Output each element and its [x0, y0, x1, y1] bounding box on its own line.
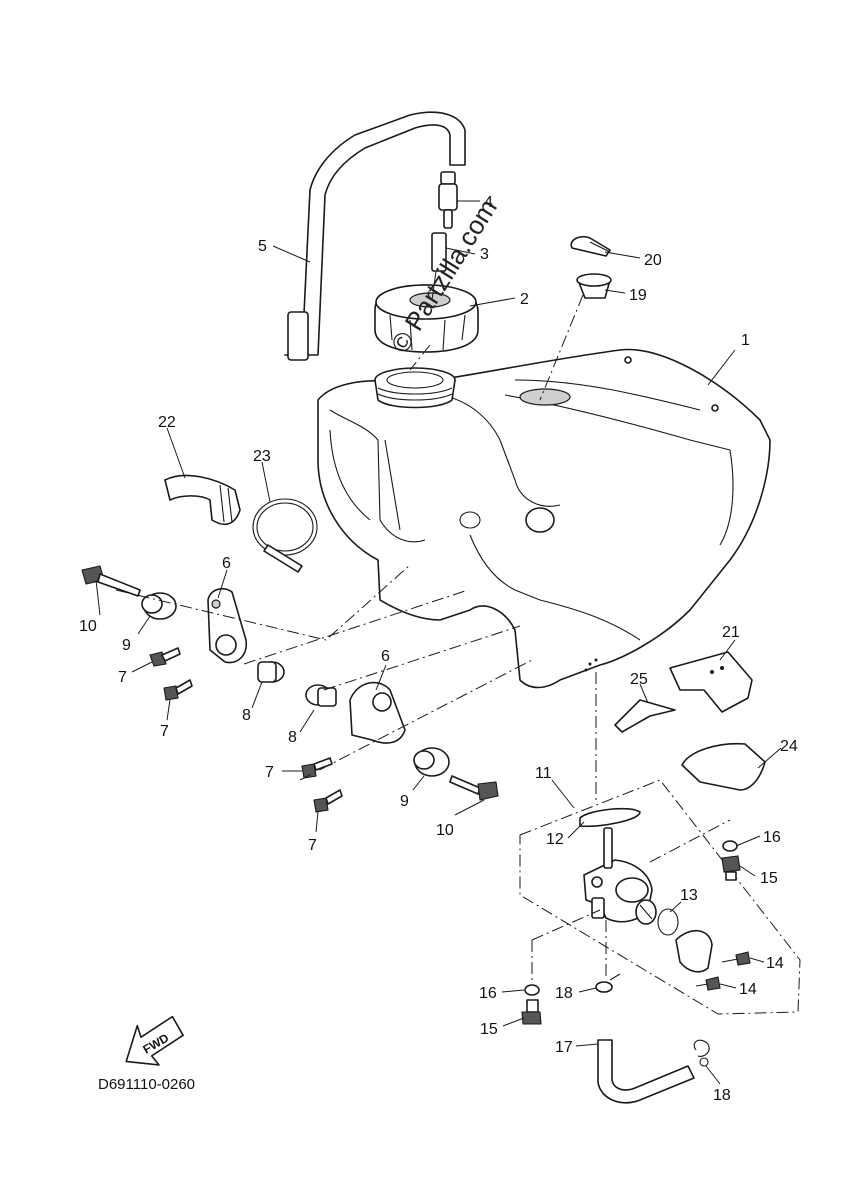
damper-right[interactable] [413, 747, 450, 777]
callout-14b: 14 [739, 981, 757, 998]
callout-20: 20 [644, 252, 662, 269]
callout-2: 2 [520, 291, 529, 308]
callout-6b: 6 [381, 648, 390, 665]
cable-strap[interactable] [252, 498, 318, 573]
callout-15a: 15 [760, 870, 778, 887]
callout-7a: 7 [118, 669, 127, 686]
callout-25: 25 [630, 671, 648, 688]
callout-22: 22 [158, 414, 176, 431]
guard[interactable] [681, 742, 766, 791]
bracket-left[interactable] [207, 588, 248, 664]
washer-16b[interactable] [524, 984, 540, 996]
collar-right[interactable] [305, 684, 337, 707]
callout-7c: 7 [265, 764, 274, 781]
callout-5: 5 [258, 238, 267, 255]
callout-24: 24 [780, 738, 798, 755]
gasket-strainer[interactable] [579, 807, 641, 828]
fuel-hose[interactable] [597, 1039, 695, 1104]
screw[interactable] [570, 235, 611, 257]
callout-18b: 18 [713, 1087, 731, 1104]
callout-19: 19 [629, 287, 647, 304]
bolt-15a[interactable] [721, 855, 741, 881]
holder[interactable] [669, 651, 753, 713]
clip-18b[interactable] [693, 1039, 710, 1067]
clip-18a[interactable] [595, 973, 621, 993]
damper-left[interactable] [141, 592, 177, 620]
bolt-15b[interactable] [521, 999, 542, 1025]
callout-14a: 14 [766, 955, 784, 972]
callout-4: 4 [484, 194, 493, 211]
forward-arrow-icon: FWD [125, 1015, 184, 1066]
damper-plate[interactable] [614, 699, 676, 733]
collar-left[interactable] [257, 661, 285, 683]
callout-18a: 18 [555, 985, 573, 1002]
bolt-small-a[interactable] [149, 647, 181, 667]
collar[interactable] [576, 273, 612, 299]
o-ring[interactable] [657, 908, 679, 936]
callout-12: 12 [546, 831, 564, 848]
diagram-code: D691110-0260 [98, 1076, 195, 1093]
callout-10b: 10 [436, 822, 454, 839]
filter-disc[interactable] [635, 899, 657, 925]
screw-14b[interactable] [695, 976, 721, 991]
bracket-right[interactable] [349, 681, 406, 744]
callout-16b: 16 [479, 985, 497, 1002]
callout-6a: 6 [222, 555, 231, 572]
callout-1: 1 [741, 332, 750, 349]
fuel-tank[interactable] [317, 348, 771, 689]
callout-7d: 7 [308, 837, 317, 854]
callout-8b: 8 [288, 729, 297, 746]
callout-7b: 7 [160, 723, 169, 740]
bolt-left[interactable] [81, 565, 141, 597]
callout-9b: 9 [400, 793, 409, 810]
callout-13: 13 [680, 887, 698, 904]
fuel-cap[interactable] [374, 284, 479, 353]
callout-3: 3 [480, 246, 489, 263]
callout-8a: 8 [242, 707, 251, 724]
leader-lines [95, 200, 782, 1085]
breather-hose[interactable] [284, 111, 466, 361]
washer-16a[interactable] [722, 840, 738, 852]
callout-15b: 15 [480, 1021, 498, 1038]
bolt-small-d[interactable] [313, 789, 343, 813]
check-valve[interactable] [438, 171, 458, 229]
callout-numbers: 1 2 3 4 5 6 6 7 7 7 7 8 8 9 9 10 10 11 1… [79, 194, 798, 1104]
callout-11: 11 [535, 765, 552, 782]
callout-16a: 16 [763, 829, 781, 846]
bolt-small-c[interactable] [301, 757, 333, 779]
callout-17: 17 [555, 1039, 573, 1056]
callout-23: 23 [253, 448, 271, 465]
bolt-small-b[interactable] [163, 679, 193, 701]
callout-9a: 9 [122, 637, 131, 654]
callout-21: 21 [722, 624, 740, 641]
screw-14a[interactable] [721, 951, 751, 966]
hose-connector[interactable] [431, 232, 447, 272]
bolt-right[interactable] [449, 775, 499, 801]
lever-cover[interactable] [675, 930, 713, 973]
rubber-band[interactable] [164, 474, 241, 526]
callout-10a: 10 [79, 618, 97, 635]
